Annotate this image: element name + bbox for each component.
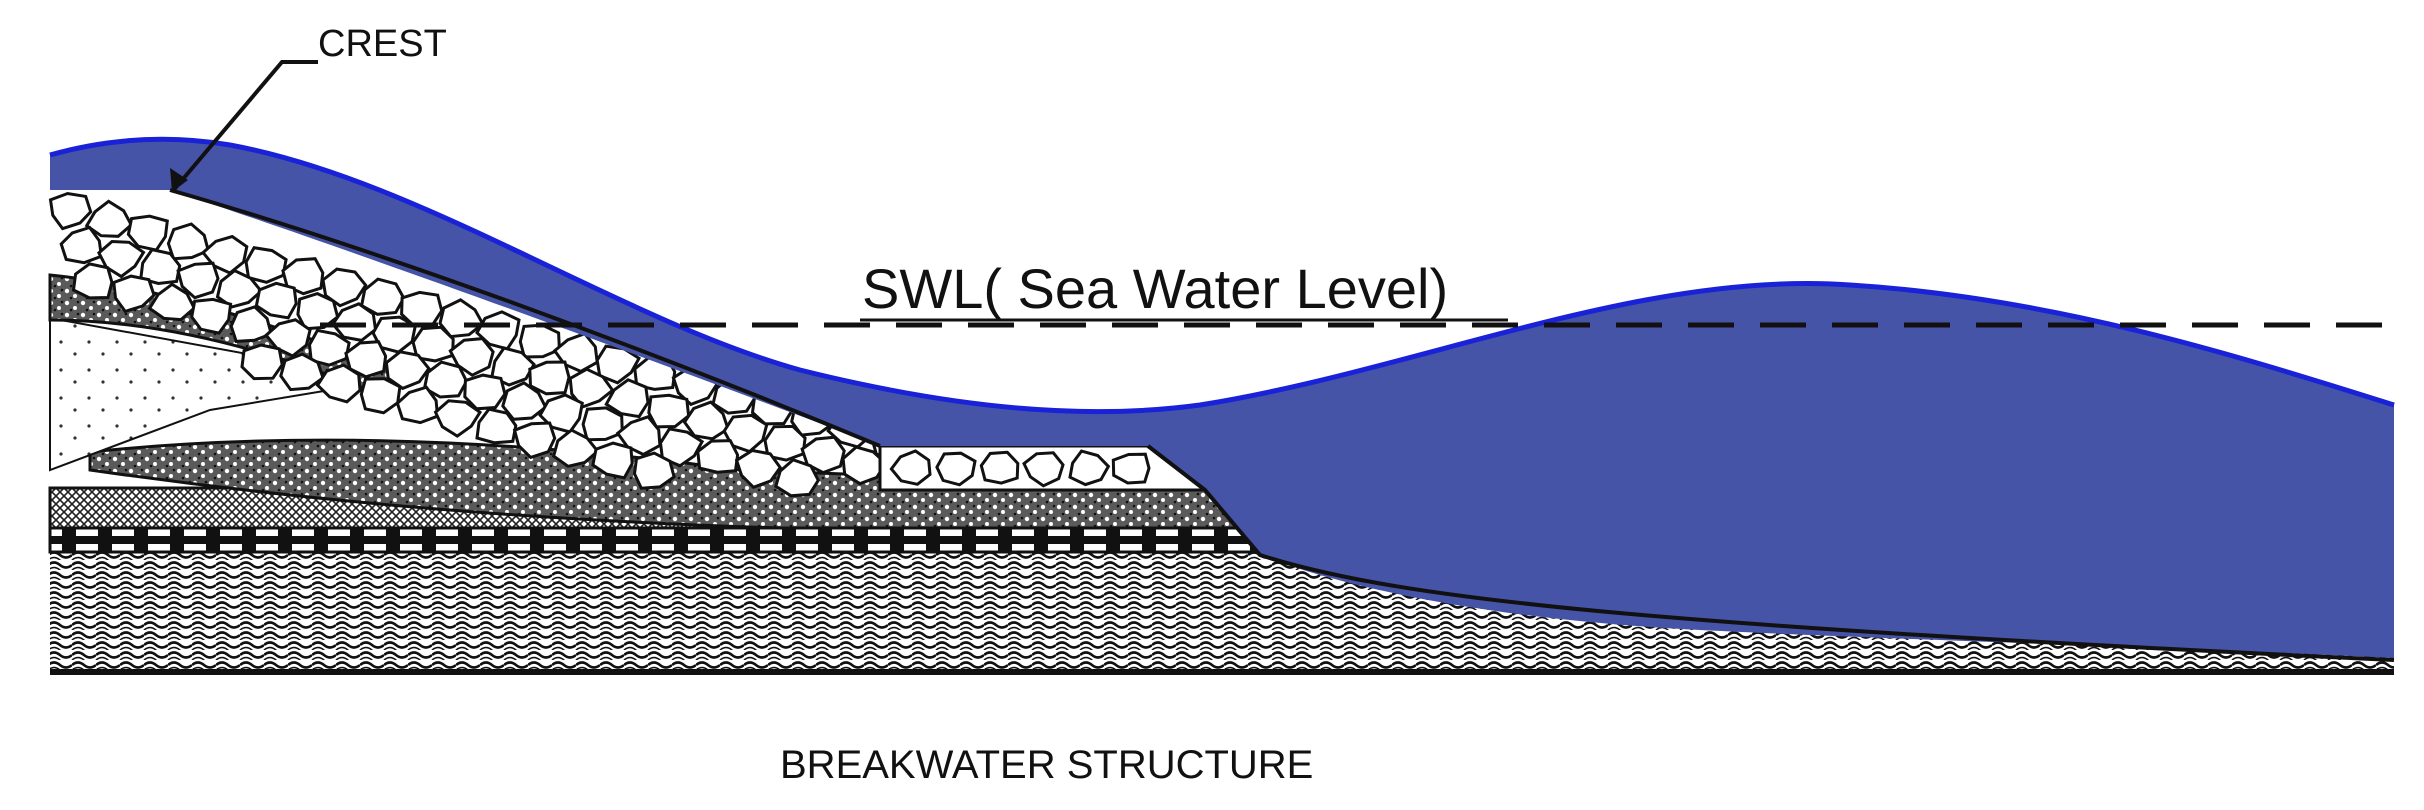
armour-rock: [147, 282, 197, 322]
armour-rock: [215, 268, 264, 309]
armour-rock: [139, 247, 182, 286]
armour-rock: [632, 451, 676, 490]
armour-rock: [551, 428, 600, 468]
armour-rock: [734, 448, 783, 490]
armour-rock: [595, 344, 641, 385]
armour-rock: [166, 222, 211, 261]
crest-label: CREST: [318, 23, 447, 65]
armour-rock: [512, 421, 557, 460]
armour-rock: [411, 325, 455, 363]
armour-rock: [568, 367, 615, 409]
crest-arrowhead: [170, 168, 188, 192]
armour-rock: [344, 340, 388, 379]
armour-rock: [296, 291, 340, 331]
foundation-layers: [48, 438, 1275, 554]
armour-rock: [321, 267, 368, 308]
armour-rock: [359, 277, 406, 316]
armour-rock: [448, 337, 495, 377]
armour-rock: [71, 262, 114, 300]
water-body: [50, 139, 2394, 658]
water-surface-line: [49, 136, 2395, 415]
armour-rock: [97, 239, 146, 279]
armour-rock: [1022, 451, 1065, 488]
armour-rock: [395, 385, 440, 425]
armour-rock: [359, 377, 402, 415]
armour-rock: [433, 399, 483, 438]
armour-rock: [59, 225, 104, 265]
armour-rock: [979, 450, 1020, 485]
crest-slope-line: [169, 188, 881, 448]
crest-callout: CREST: [170, 23, 447, 194]
armour-rock: [244, 246, 288, 284]
water: [49, 136, 2395, 662]
armour-rock: [84, 199, 134, 238]
armour-rock: [229, 305, 273, 343]
armour-rock: [935, 451, 977, 487]
armour-rock: [281, 257, 325, 296]
armour-layer: [48, 191, 913, 498]
armour-rock: [176, 261, 220, 300]
armour-rock: [647, 393, 691, 429]
armour-rock: [1068, 449, 1111, 487]
armour-rock: [800, 435, 846, 475]
toe-slope-line: [1146, 444, 2395, 662]
armour-rock: [331, 302, 378, 342]
armour-rock: [604, 378, 650, 419]
armour-rock: [279, 352, 325, 392]
armour-rock: [1111, 452, 1151, 485]
armour-rock: [889, 449, 932, 486]
armour-rock: [422, 360, 469, 399]
brick-band: [48, 526, 1275, 554]
armour-rock: [581, 406, 624, 442]
armour-rock: [528, 360, 571, 396]
gravel-toe: [88, 438, 1254, 530]
armour-rock: [696, 439, 740, 474]
armour-rock: [254, 281, 298, 320]
swl-label: SWL( Sea Water Level): [862, 257, 1448, 320]
armour-rock: [307, 328, 351, 367]
armour-rock: [774, 458, 821, 498]
armour-rock: [490, 346, 536, 387]
armour-rock: [400, 290, 444, 328]
armour-rock: [384, 350, 431, 391]
crest-leader-line: [170, 60, 318, 194]
armour-rock: [315, 363, 362, 404]
armour-rock: [126, 214, 169, 252]
armour-rock: [591, 441, 634, 480]
armour-rock: [475, 407, 518, 445]
armour-rock: [112, 274, 156, 314]
armour-rock: [463, 373, 507, 411]
armour-rock: [518, 323, 561, 359]
armour-rock: [190, 297, 233, 335]
armour-rock: [658, 427, 705, 468]
armour-rock: [48, 191, 93, 231]
diagram-caption: BREAKWATER STRUCTURE: [780, 743, 1313, 787]
armour-rock: [240, 343, 284, 381]
armour-rock: [501, 381, 548, 421]
toe-rocks: [889, 449, 1151, 488]
